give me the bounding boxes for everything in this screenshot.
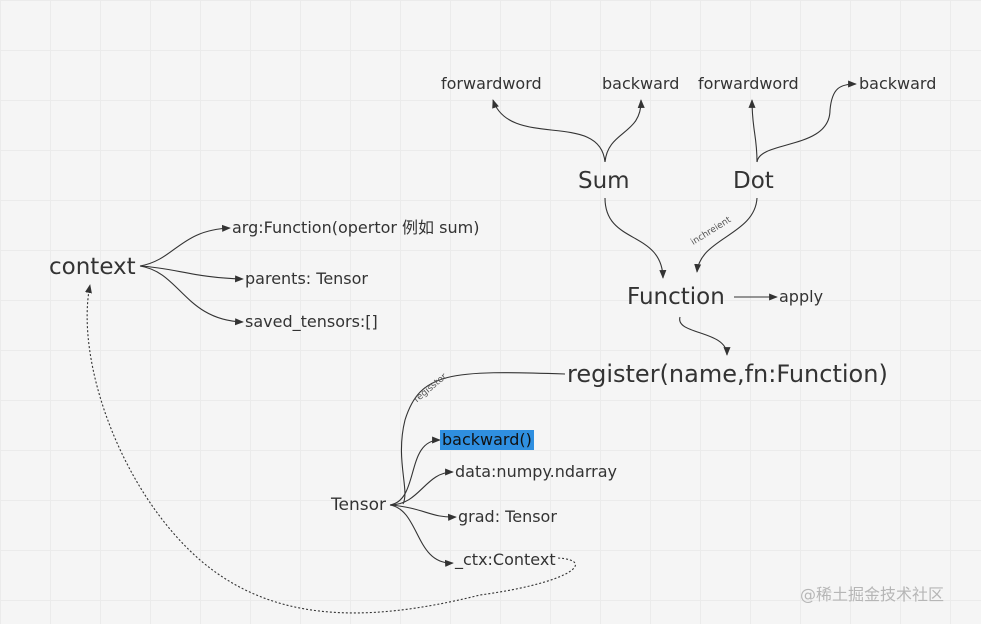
node-sum[interactable]: Sum xyxy=(578,168,630,194)
node-apply[interactable]: apply xyxy=(779,287,824,306)
node-sum-backward[interactable]: backward xyxy=(602,74,680,93)
edge-tensor-grad xyxy=(389,504,457,521)
edge-tensor-ctx xyxy=(389,504,454,567)
node-grad[interactable]: grad: Tensor xyxy=(458,507,557,526)
node-ctx[interactable]: _ctx:Context xyxy=(455,550,556,569)
watermark: @稀土掘金技术社区 xyxy=(800,585,945,604)
node-dot[interactable]: Dot xyxy=(733,168,774,194)
node-arg[interactable]: arg:Function(opertor 例如 sum) xyxy=(232,218,480,237)
edge-dot-backward xyxy=(756,80,857,163)
node-saved-tensors[interactable]: saved_tensors:[] xyxy=(245,312,378,331)
edge-ctx-context xyxy=(85,284,576,614)
node-sum-forwardword[interactable]: forwardword xyxy=(441,74,542,93)
node-context[interactable]: context xyxy=(49,254,136,280)
edge-sum-backward xyxy=(604,99,645,163)
edge-tensor-backward xyxy=(389,436,441,506)
node-dot-backward[interactable]: backward xyxy=(859,74,937,93)
edge-context-parents xyxy=(139,265,244,283)
edge-tensor-data xyxy=(389,468,454,506)
node-function[interactable]: Function xyxy=(627,284,725,310)
edge-sum-function xyxy=(604,197,667,279)
edge-function-register xyxy=(679,316,731,356)
node-tensor[interactable]: Tensor xyxy=(331,495,386,515)
node-backward-method[interactable]: backward() xyxy=(440,430,534,450)
node-register[interactable]: register(name,fn:Function) xyxy=(567,360,888,388)
node-data[interactable]: data:numpy.ndarray xyxy=(455,462,617,481)
edge-context-arg xyxy=(139,224,231,267)
edge-dot-forwardword xyxy=(748,99,758,163)
edge-dot-function xyxy=(694,197,758,273)
edge-register-tensor xyxy=(400,372,566,505)
edge-context-saved-tensors xyxy=(139,265,244,326)
node-dot-forwardword[interactable]: forwardword xyxy=(698,74,799,93)
node-parents[interactable]: parents: Tensor xyxy=(245,269,368,288)
edge-sum-forwardword xyxy=(492,99,606,163)
